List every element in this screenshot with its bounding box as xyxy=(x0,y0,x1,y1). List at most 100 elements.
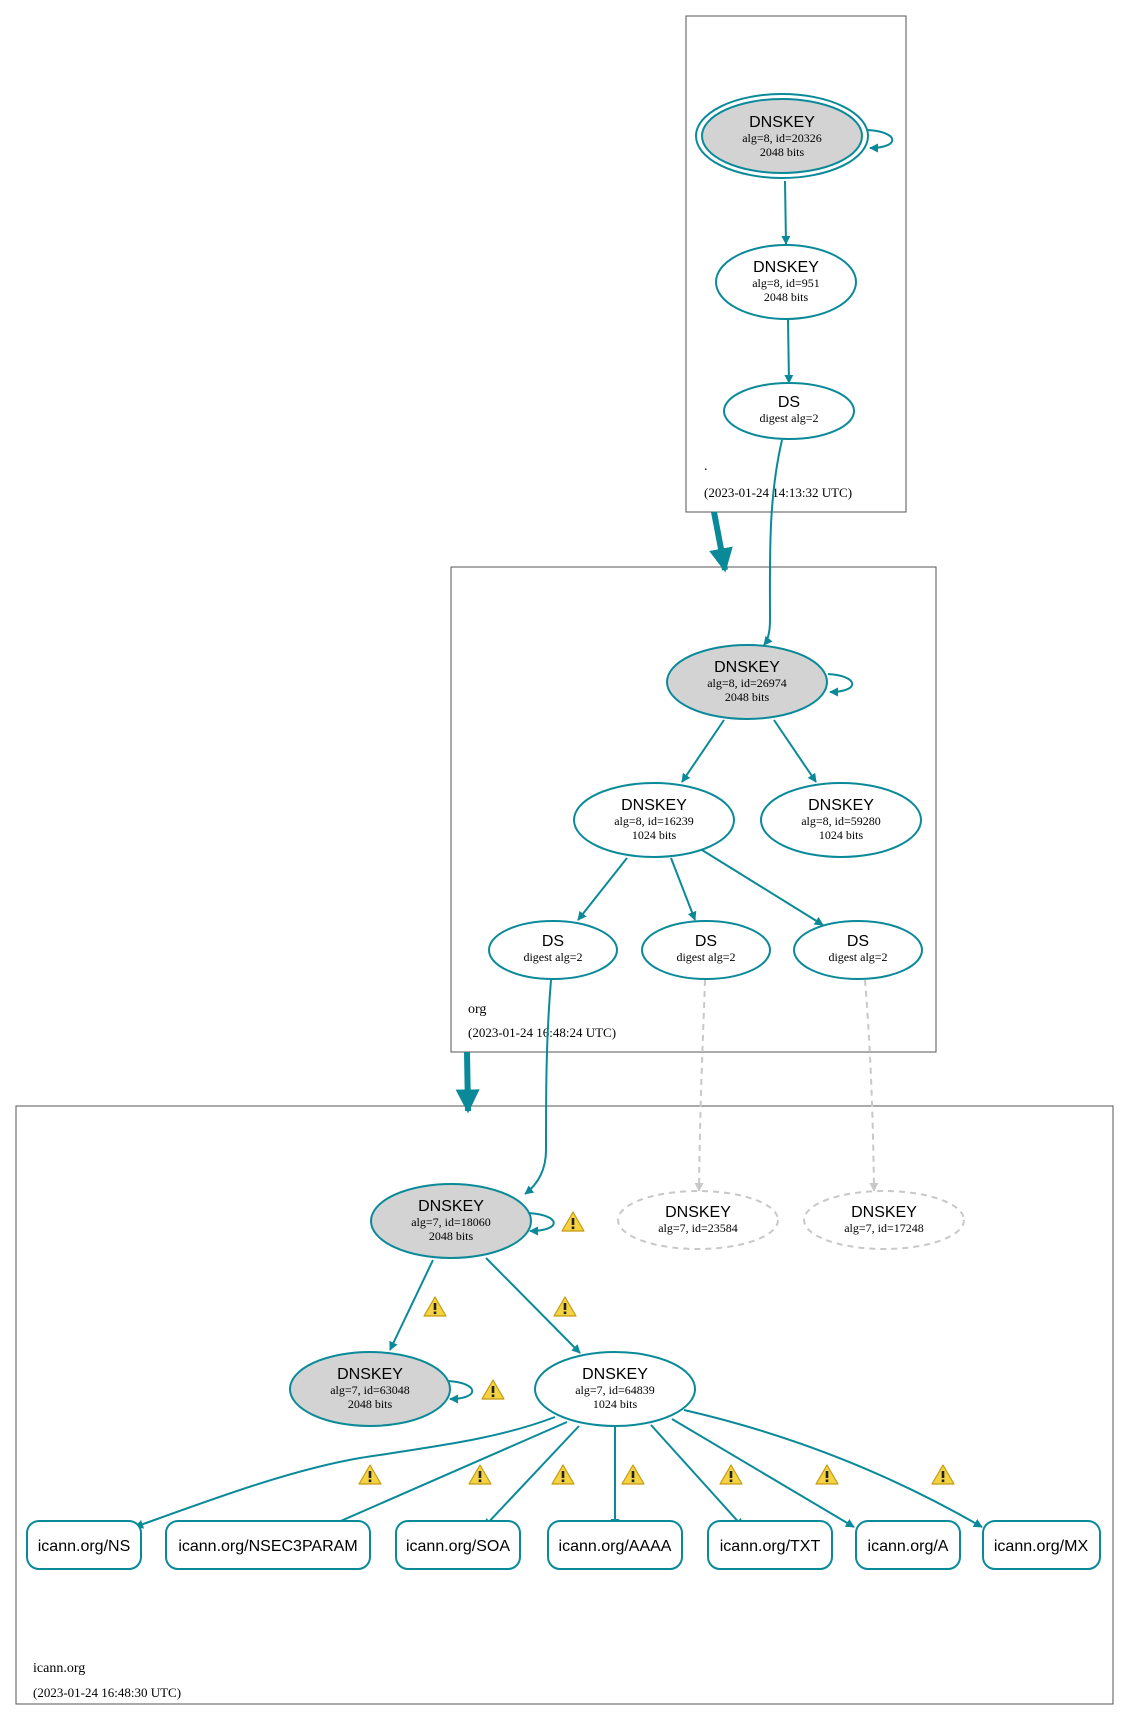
record-aaaa-label: icann.org/AAAA xyxy=(559,1538,672,1555)
warning-icon-zsk-txt[interactable] xyxy=(719,1464,743,1485)
edge-org-ksk-zsk1 xyxy=(681,719,725,783)
edge-icann-ksk2-self xyxy=(447,1380,474,1404)
edge-root-ksk-self xyxy=(867,129,894,153)
node-icann-missing2[interactable]: DNSKEY alg=7, id=17248 xyxy=(803,1190,965,1250)
warning-icon-icann-ksk-ksk2[interactable] xyxy=(423,1296,447,1317)
warning-icon-zsk-a[interactable] xyxy=(815,1464,839,1485)
node-icann-zsk[interactable]: DNSKEY alg=7, id=64839 1024 bits xyxy=(534,1351,696,1427)
node-org-zsk1[interactable]: DNSKEY alg=8, id=16239 1024 bits xyxy=(573,782,735,858)
node-line1: digest alg=2 xyxy=(523,950,582,964)
edge-org-zsk1-ds2 xyxy=(670,857,697,921)
node-icann-missing1[interactable]: DNSKEY alg=7, id=23584 xyxy=(617,1190,779,1250)
record-soa-box[interactable] xyxy=(395,1520,521,1570)
edge-root-zsk-ds xyxy=(784,319,794,384)
record-nsec3param-label: icann.org/NSEC3PARAM xyxy=(178,1538,357,1555)
record-a-label: icann.org/A xyxy=(868,1538,949,1555)
node-title: DNSKEY xyxy=(337,1366,403,1383)
record-ns-box[interactable] xyxy=(26,1520,142,1570)
node-line1: alg=7, id=63048 xyxy=(330,1383,410,1397)
node-root-zsk[interactable]: DNSKEY alg=8, id=951 2048 bits xyxy=(715,244,857,320)
record-mx-box[interactable] xyxy=(982,1520,1101,1570)
node-line1: digest alg=2 xyxy=(759,411,818,425)
node-line1: alg=8, id=951 xyxy=(752,276,820,290)
node-line2: 2048 bits xyxy=(348,1397,393,1411)
edge-org-ksk-self xyxy=(827,673,854,697)
zone-org-name: org xyxy=(468,1002,486,1017)
zone-icann xyxy=(15,1105,1114,1705)
node-line2: 2048 bits xyxy=(429,1229,474,1243)
node-line2: 1024 bits xyxy=(632,828,677,842)
node-title: DNSKEY xyxy=(418,1198,484,1215)
node-icann-ksk[interactable]: DNSKEY alg=7, id=18060 2048 bits xyxy=(370,1183,532,1259)
edge-root-ksk-zsk xyxy=(781,180,791,245)
zone-org xyxy=(450,566,937,1053)
zone-root-timestamp: (2023-01-24 14:13:32 UTC) xyxy=(704,485,852,500)
node-line1: alg=7, id=23584 xyxy=(658,1221,738,1235)
node-line1: alg=7, id=17248 xyxy=(844,1221,924,1235)
edge-zsk-soa xyxy=(483,1425,580,1528)
warning-icon-zsk-mx[interactable] xyxy=(931,1464,955,1485)
warning-icon-zsk-soa[interactable] xyxy=(551,1464,575,1485)
edge-org-zsk1-ds1 xyxy=(577,857,628,921)
node-line1: digest alg=2 xyxy=(828,950,887,964)
node-title: DS xyxy=(542,933,564,950)
node-org-ds1[interactable]: DS digest alg=2 xyxy=(488,920,618,980)
node-title: DNSKEY xyxy=(753,259,819,276)
node-org-ksk[interactable]: DNSKEY alg=8, id=26974 2048 bits xyxy=(666,644,828,720)
edge-zsk-mx xyxy=(683,1409,983,1528)
edge-org-ds3-missing2 xyxy=(864,979,879,1192)
node-line1: alg=8, id=59280 xyxy=(801,814,881,828)
node-org-ds3[interactable]: DS digest alg=2 xyxy=(793,920,923,980)
delegation-arrow-root-org xyxy=(709,511,733,573)
edge-root-ds-org-ksk xyxy=(763,439,783,646)
record-txt-label: icann.org/TXT xyxy=(720,1538,821,1555)
record-mx-label: icann.org/MX xyxy=(994,1538,1089,1555)
zone-root-name: . xyxy=(704,459,708,474)
warning-icon-icann-ksk-self[interactable] xyxy=(561,1211,585,1232)
node-title: DS xyxy=(847,933,869,950)
node-root-ds[interactable]: DS digest alg=2 xyxy=(723,382,855,440)
record-soa-label: icann.org/SOA xyxy=(406,1538,510,1555)
node-line2: 2048 bits xyxy=(764,290,809,304)
node-line2: 1024 bits xyxy=(593,1397,638,1411)
edge-icann-ksk-zsk xyxy=(485,1257,581,1354)
warning-icon-zsk-aaaa[interactable] xyxy=(621,1464,645,1485)
record-txt-box[interactable] xyxy=(707,1520,833,1570)
node-line1: alg=7, id=64839 xyxy=(575,1383,655,1397)
zone-icann-name: icann.org xyxy=(33,1661,85,1676)
edge-zsk-a xyxy=(671,1418,855,1528)
warning-icon-zsk-ns[interactable] xyxy=(358,1464,382,1485)
warning-icon-icann-ksk-zsk[interactable] xyxy=(553,1296,577,1317)
node-title: DNSKEY xyxy=(665,1204,731,1221)
node-root-ksk[interactable]: DNSKEY alg=8, id=20326 2048 bits xyxy=(695,93,869,179)
node-title: DNSKEY xyxy=(582,1366,648,1383)
record-a-box[interactable] xyxy=(855,1520,961,1570)
edge-org-ds1-icann-ksk xyxy=(524,979,552,1195)
node-line2: 2048 bits xyxy=(725,690,770,704)
node-icann-ksk2[interactable]: DNSKEY alg=7, id=63048 2048 bits xyxy=(289,1351,451,1427)
zone-icann-timestamp: (2023-01-24 16:48:30 UTC) xyxy=(33,1685,181,1700)
node-title: DNSKEY xyxy=(851,1204,917,1221)
node-title: DNSKEY xyxy=(714,659,780,676)
node-org-zsk2[interactable]: DNSKEY alg=8, id=59280 1024 bits xyxy=(760,782,922,858)
edge-zsk-nsec3param xyxy=(326,1421,568,1528)
edge-org-ds2-missing1 xyxy=(694,979,706,1192)
record-aaaa-box[interactable] xyxy=(547,1520,683,1570)
record-nsec3param-box[interactable] xyxy=(165,1520,371,1570)
node-title: DS xyxy=(695,933,717,950)
node-line1: alg=8, id=16239 xyxy=(614,814,694,828)
edge-icann-ksk-self xyxy=(527,1212,555,1236)
warning-icon-zsk-nsec3param[interactable] xyxy=(468,1464,492,1485)
record-ns-label: icann.org/NS xyxy=(38,1538,131,1555)
node-title: DNSKEY xyxy=(621,797,687,814)
node-title: DNSKEY xyxy=(749,114,815,131)
node-org-ds2[interactable]: DS digest alg=2 xyxy=(641,920,771,980)
zone-org-timestamp: (2023-01-24 16:48:24 UTC) xyxy=(468,1025,616,1040)
node-line1: alg=8, id=26974 xyxy=(707,676,787,690)
warning-icon-icann-ksk2-self[interactable] xyxy=(481,1379,505,1400)
node-line1: alg=7, id=18060 xyxy=(411,1215,491,1229)
edge-org-ksk-zsk2 xyxy=(773,719,817,783)
zone-root xyxy=(685,15,907,513)
node-title: DS xyxy=(778,394,800,411)
